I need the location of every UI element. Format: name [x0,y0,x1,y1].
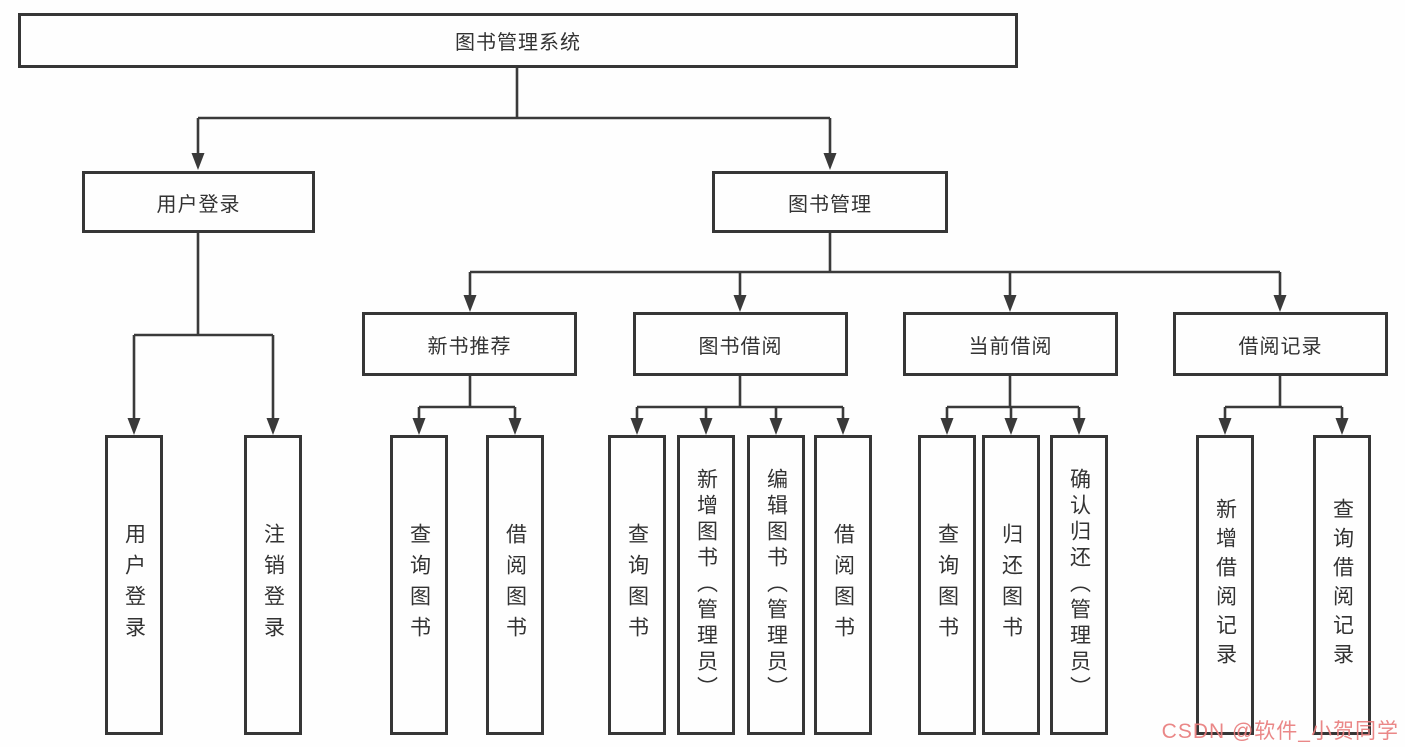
leaf-borrow-books: 借阅图书 [814,435,872,735]
leaf-label: 用户登录 [122,523,146,647]
leaf-add-books-admin: 新增图书（管理员） [677,435,735,735]
leaf-label: 注销登录 [261,523,285,647]
node-label: 借阅记录 [1238,335,1323,358]
node-user-login: 用户登录 [82,171,315,233]
node-book-management: 图书管理 [712,171,948,233]
node-new-book-recommendation: 新书推荐 [362,312,577,376]
csdn-watermark: CSDN @软件_小贺同学 [1161,720,1399,743]
leaf-logout: 注销登录 [244,435,302,735]
leaf-label: 查询图书 [625,523,649,647]
leaf-label: 新增借阅记录 [1213,498,1237,672]
node-label: 用户登录 [156,193,241,216]
leaf-query-books-borrow: 查询图书 [608,435,666,735]
node-label: 当前借阅 [968,335,1053,358]
node-label: 新书推荐 [427,335,512,358]
leaf-edit-books-admin: 编辑图书（管理员） [747,435,805,735]
node-library-management-system: 图书管理系统 [18,13,1018,68]
node-borrowing-records: 借阅记录 [1173,312,1388,376]
node-label: 图书管理系统 [455,32,581,54]
leaf-user-login: 用户登录 [105,435,163,735]
leaf-label: 查询图书 [935,523,959,647]
leaf-return-books: 归还图书 [982,435,1040,735]
leaf-query-books-recommend: 查询图书 [390,435,448,735]
leaf-label: 查询图书 [407,523,431,647]
node-book-borrowing: 图书借阅 [633,312,848,376]
leaf-label: 查询借阅记录 [1330,498,1354,672]
leaf-query-books-current: 查询图书 [918,435,976,735]
leaf-label: 归还图书 [999,523,1023,647]
leaf-label: 借阅图书 [503,523,527,647]
leaf-add-borrow-record: 新增借阅记录 [1196,435,1254,735]
node-current-borrowing: 当前借阅 [903,312,1118,376]
leaf-label: 新增图书（管理员） [694,468,718,702]
leaf-label: 借阅图书 [831,523,855,647]
leaf-borrow-books-recommend: 借阅图书 [486,435,544,735]
leaf-confirm-return-admin: 确认归还（管理员） [1050,435,1108,735]
node-label: 图书借阅 [698,335,783,358]
leaf-label: 确认归还（管理员） [1067,468,1091,702]
node-label: 图书管理 [788,193,872,216]
leaf-query-borrow-record: 查询借阅记录 [1313,435,1371,735]
leaf-label: 编辑图书（管理员） [764,468,788,702]
